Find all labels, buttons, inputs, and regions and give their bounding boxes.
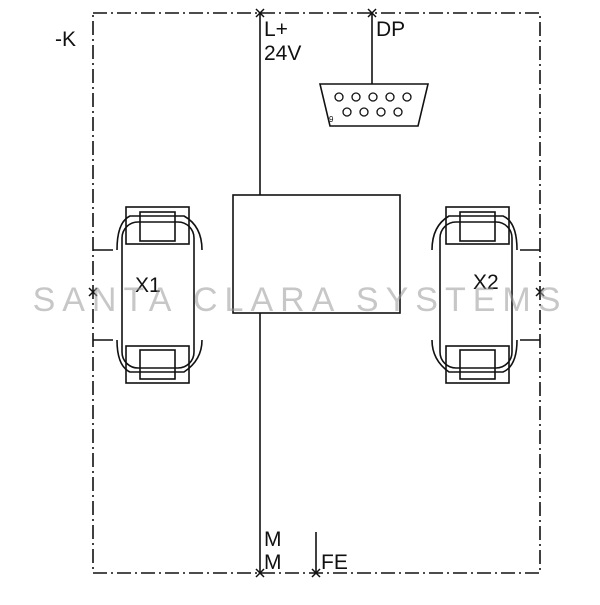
power-label-voltage: 24V bbox=[264, 42, 301, 65]
ground-label-m2: M bbox=[264, 551, 282, 574]
power-label-l: L+ bbox=[264, 18, 288, 41]
connector-x1-label: X1 bbox=[135, 274, 161, 297]
connector-x2 bbox=[431, 206, 540, 384]
connector-x1 bbox=[93, 206, 203, 384]
watermark: SANTA CLARA SYSTEMS bbox=[33, 281, 568, 319]
ground-label-m1: M bbox=[264, 528, 282, 551]
dp-connector: 9 bbox=[318, 83, 430, 127]
junction-marks bbox=[88, 8, 545, 578]
device-label: -K bbox=[55, 28, 76, 51]
dp-label: DP bbox=[376, 18, 405, 41]
fe-label: FE bbox=[321, 551, 348, 574]
central-module bbox=[232, 194, 401, 314]
dp-pin-label: 9 bbox=[329, 115, 334, 124]
connector-x2-label: X2 bbox=[473, 271, 499, 294]
